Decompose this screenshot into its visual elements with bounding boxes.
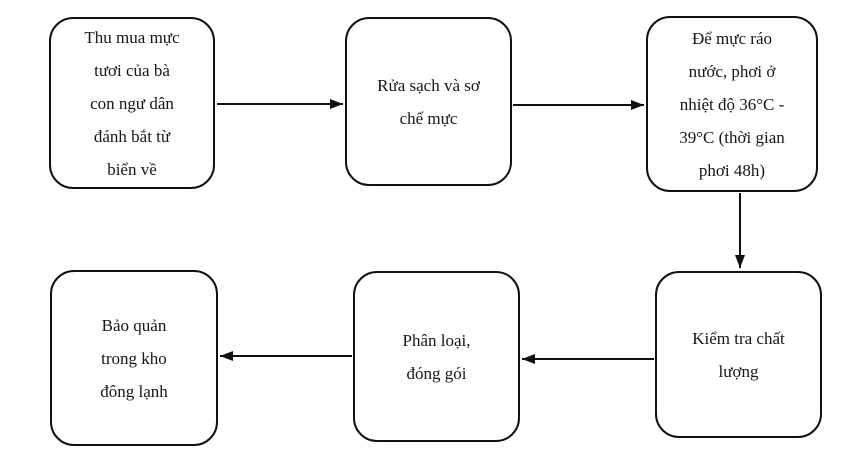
node-phoi-label: Để mực ráo nước, phơi ở nhiệt độ 36°C - … [679, 28, 785, 180]
node-phan-loai: Phân loại, đóng gói [353, 271, 520, 442]
node-rua-sach: Rửa sạch và sơ chế mực [345, 17, 512, 186]
node-rua-sach-label: Rửa sạch và sơ chế mực [377, 75, 480, 128]
node-kiem-tra: Kiểm tra chất lượng [655, 271, 822, 438]
node-phan-loai-label: Phân loại, đóng gói [402, 330, 471, 383]
node-thu-mua-label: Thu mua mực tươi của bà con ngư dân đánh… [84, 27, 180, 179]
node-thu-mua: Thu mua mực tươi của bà con ngư dân đánh… [49, 17, 215, 189]
node-bao-quan-label: Bảo quản trong kho đông lạnh [100, 315, 168, 401]
node-bao-quan: Bảo quản trong kho đông lạnh [50, 270, 218, 446]
node-kiem-tra-label: Kiểm tra chất lượng [692, 328, 785, 381]
node-phoi: Để mực ráo nước, phơi ở nhiệt độ 36°C - … [646, 16, 818, 192]
